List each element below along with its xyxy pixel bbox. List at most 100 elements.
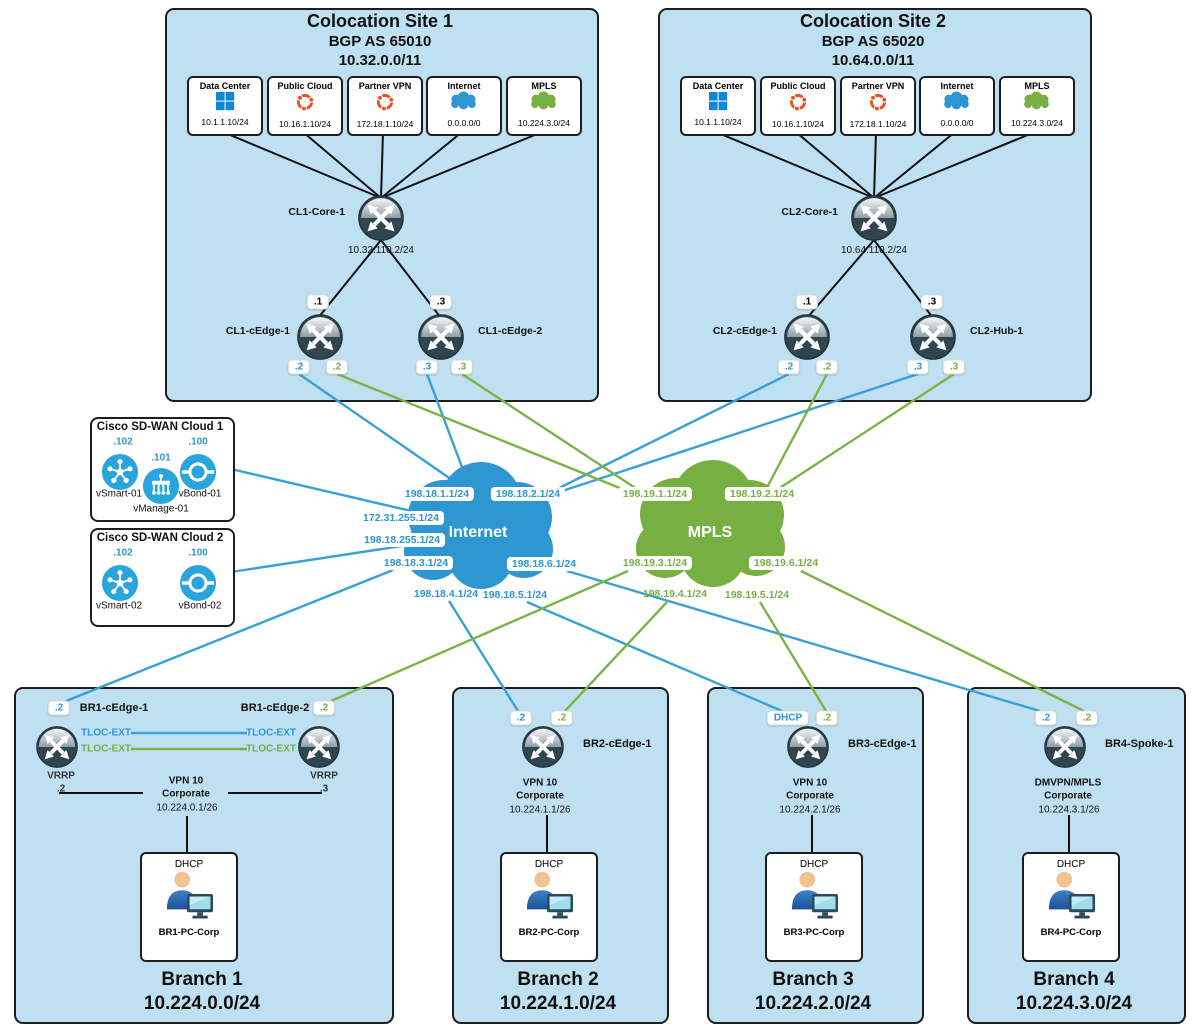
service-box-partner-vpn: Partner VPN 172.18.1.10/24 xyxy=(840,76,916,136)
dhcp-label: DHCP xyxy=(174,859,204,870)
vsmart2-ip: .102 xyxy=(113,547,133,559)
vmanage1-ip: .101 xyxy=(151,452,171,464)
pc-label: BR2-PC-Corp xyxy=(518,927,580,938)
ip-chip: 198.19.3.1/24 xyxy=(617,556,693,570)
edge-router-label: CL2-cEdge-1 xyxy=(712,325,777,337)
service-label: MPLS xyxy=(1024,81,1050,91)
dhcp-host-box: DHCP BR2-PC-Corp xyxy=(500,852,598,962)
edge-router-label: CL2-Hub-1 xyxy=(970,325,1024,337)
ip-chip: 198.18.5.1/24 xyxy=(482,589,548,601)
router-icon xyxy=(787,726,829,768)
cloud-blue-icon xyxy=(448,91,480,112)
mpls-cloud-label: MPLS xyxy=(687,524,733,541)
service-label: Partner VPN xyxy=(358,81,412,91)
colo1-title: Colocation Site 1 xyxy=(306,11,454,31)
mpls-badge: .2 xyxy=(550,710,574,726)
vbond1-ip: .100 xyxy=(188,436,208,448)
ip-chip: 198.18.1.1/24 xyxy=(399,487,475,501)
person-pc-icon xyxy=(1044,870,1098,920)
colo1-bgp-as: BGP AS 65010 xyxy=(328,33,432,50)
ip-chip: 198.19.5.1/24 xyxy=(724,589,790,601)
internet-links xyxy=(65,372,1041,735)
service-ip: 10.1.1.10/24 xyxy=(201,117,249,127)
ip-chip: 198.19.1.1/24 xyxy=(617,487,693,501)
colo2-subnet: 10.64.0.0/11 xyxy=(831,52,915,69)
gateway-ip: 10.224.1.1/26 xyxy=(509,804,571,816)
pc-label: BR4-PC-Corp xyxy=(1040,927,1102,938)
service-label: Public Cloud xyxy=(277,81,333,91)
router-icon xyxy=(36,726,78,768)
pc-label: BR3-PC-Corp xyxy=(783,927,845,938)
inet-badge: .3 xyxy=(415,359,439,375)
service-label: Data Center xyxy=(199,81,251,91)
service-box-public-cloud: Public Cloud 10.16.1.10/24 xyxy=(267,76,343,136)
edge-router-label: BR1-cEdge-1 xyxy=(79,702,149,714)
service-box-public-cloud: Public Cloud 10.16.1.10/24 xyxy=(760,76,836,136)
ubuntu-icon xyxy=(867,91,889,113)
ip-chip: 198.18.3.1/24 xyxy=(378,556,454,570)
gateway-ip: 10.224.0.1/26 xyxy=(156,802,218,814)
mpls-links xyxy=(131,372,1085,751)
service-label: Data Center xyxy=(692,81,744,91)
router-icon xyxy=(358,195,404,241)
mpls-badge: .2 xyxy=(1075,710,1099,726)
dhcp-label: DHCP xyxy=(534,859,564,870)
mpls-badge: .3 xyxy=(450,359,474,375)
ip-chip: 198.19.2.1/24 xyxy=(724,487,800,501)
core-subnet-label: 10.64.110.2/24 xyxy=(841,245,907,256)
service-box-mpls: MPLS 10.224.3.0/24 xyxy=(506,76,582,136)
vrrp-ip: .2 xyxy=(56,783,66,795)
vpn-label: VPN 10 xyxy=(168,775,204,787)
ubuntu-icon xyxy=(294,91,316,113)
router-icon xyxy=(784,314,830,360)
inet-badge: .2 xyxy=(47,700,71,716)
inet-badge: .2 xyxy=(509,710,533,726)
branch-internal-links xyxy=(59,792,1070,852)
service-ip: 10.16.1.10/24 xyxy=(772,119,824,129)
branch-title: Branch 2 xyxy=(517,969,599,990)
service-label: MPLS xyxy=(531,81,557,91)
vbond-icon xyxy=(179,453,217,491)
vpn-label2: Corporate xyxy=(516,790,564,802)
service-ip: 172.18.1.10/24 xyxy=(849,119,907,129)
service-label: Partner VPN xyxy=(851,81,905,91)
vpn-label: VPN 10 xyxy=(522,777,558,789)
vmanage-icon xyxy=(142,467,180,505)
branch-subnet: 10.224.0.0/24 xyxy=(143,993,261,1014)
internet-cloud-label: Internet xyxy=(448,524,508,541)
mpls-badge: .2 xyxy=(815,359,839,375)
person-pc-icon xyxy=(522,870,576,920)
inet-badge: .3 xyxy=(906,359,930,375)
dhcp-host-box: DHCP BR1-PC-Corp xyxy=(140,852,238,962)
inet-badge: .2 xyxy=(287,359,311,375)
ip-chip: 198.18.6.1/24 xyxy=(506,557,582,571)
ip-chip: 198.19.4.1/24 xyxy=(642,588,708,600)
ip-chip: 198.18.4.1/24 xyxy=(413,588,479,600)
vbond-icon xyxy=(179,564,217,602)
core-router-label: CL1-Core-1 xyxy=(288,206,345,218)
windows-icon xyxy=(708,91,728,111)
core-subnet-label: 10.32.110.2/24 xyxy=(348,245,414,256)
ubuntu-icon xyxy=(787,91,809,113)
router-icon xyxy=(522,726,564,768)
service-box-internet: Internet 0.0.0.0/0 xyxy=(426,76,502,136)
inet-badge: .2 xyxy=(777,359,801,375)
vpn-label2: Corporate xyxy=(786,790,834,802)
person-pc-icon xyxy=(162,870,216,920)
colo1-internal-links xyxy=(222,131,543,319)
vbond2-label: vBond-02 xyxy=(178,600,222,612)
tloc-ext-label: TLOC-EXT xyxy=(81,727,131,739)
service-ip: 0.0.0.0/0 xyxy=(940,118,974,128)
router-icon xyxy=(297,314,343,360)
edge-router-label: BR3-cEdge-1 xyxy=(848,738,917,750)
service-label: Internet xyxy=(940,81,974,91)
service-box-partner-vpn: Partner VPN 172.18.1.10/24 xyxy=(347,76,423,136)
sdwan1-title: Cisco SD-WAN Cloud 1 xyxy=(96,421,224,433)
service-label: Internet xyxy=(447,81,481,91)
colo1-subnet: 10.32.0.0/11 xyxy=(338,52,422,69)
ip-chip: 198.18.2.1/24 xyxy=(490,487,566,501)
edge-router-label: BR4-Spoke-1 xyxy=(1105,738,1174,750)
vbond1-label: vBond-01 xyxy=(178,488,222,500)
vpn-label2: Corporate xyxy=(162,788,210,800)
service-ip: 10.1.1.10/24 xyxy=(694,117,742,127)
